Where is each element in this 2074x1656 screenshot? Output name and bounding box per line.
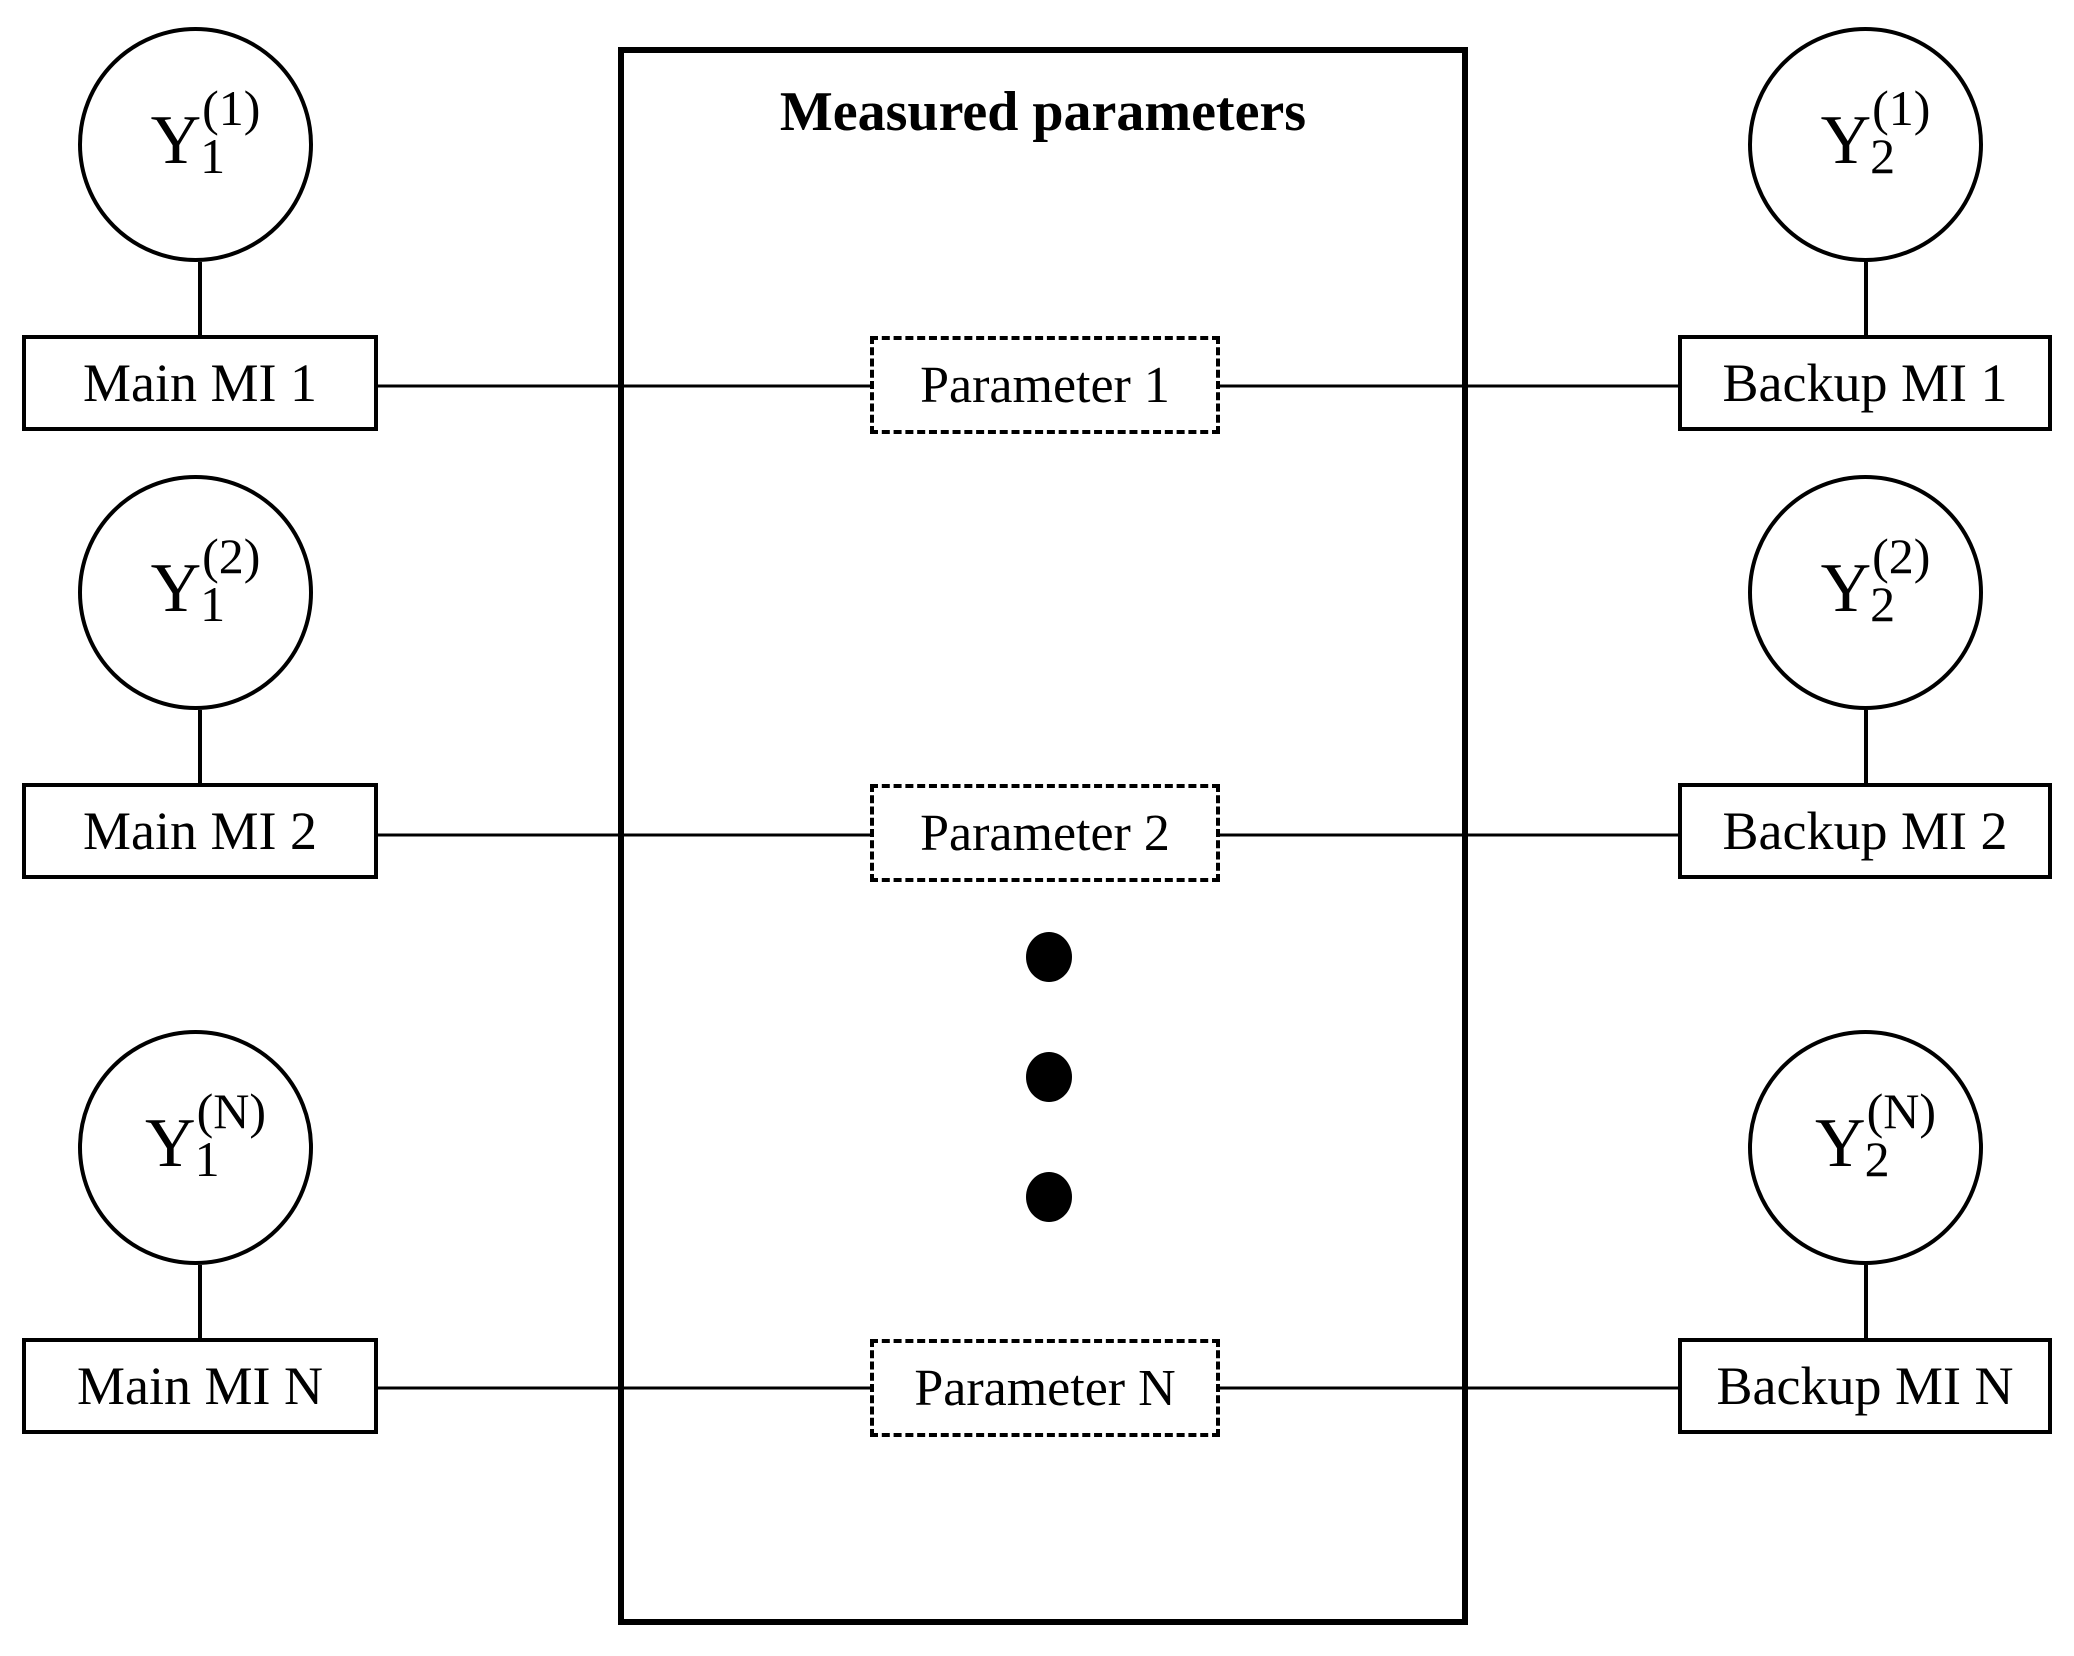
left-signal-node-3: Y (N) 1 [78, 1030, 313, 1265]
left-signal-label-1: Y (1) 1 [150, 83, 261, 193]
variable-base: Y [1820, 549, 1872, 627]
ellipsis-dot-3 [1026, 1172, 1072, 1222]
right-signal-label-3: Y (N) 2 [1815, 1086, 1936, 1196]
variable-base: Y [1820, 101, 1872, 179]
main-mi-box-2[interactable]: Main MI 2 [22, 783, 378, 879]
variable-base: Y [150, 549, 202, 627]
variable-superscript: (1) [1872, 79, 1931, 136]
backup-mi-box-3[interactable]: Backup MI N [1678, 1338, 2052, 1434]
left-signal-node-1: Y (1) 1 [78, 27, 313, 262]
main-mi-label-3: Main MI N [77, 1356, 323, 1416]
left-signal-label-3: Y (N) 1 [145, 1086, 266, 1196]
panel-title: Measured parameters [779, 81, 1307, 143]
backup-mi-label-1: Backup MI 1 [1722, 353, 2008, 413]
variable-subscript: 2 [1870, 575, 1896, 632]
backup-mi-box-2[interactable]: Backup MI 2 [1678, 783, 2052, 879]
main-mi-label-1: Main MI 1 [83, 353, 317, 413]
backup-mi-label-3: Backup MI N [1716, 1356, 2014, 1416]
variable-superscript: (N) [196, 1082, 266, 1139]
variable-superscript: (2) [202, 527, 261, 584]
parameter-box-2[interactable]: Parameter 2 [870, 784, 1220, 882]
variable-subscript: 2 [1864, 1130, 1890, 1187]
main-mi-box-3[interactable]: Main MI N [22, 1338, 378, 1434]
variable-subscript: 2 [1870, 127, 1896, 184]
parameter-box-1[interactable]: Parameter 1 [870, 336, 1220, 434]
variable-base: Y [150, 101, 202, 179]
right-signal-label-2: Y (2) 2 [1820, 531, 1931, 641]
ellipsis-dot-1 [1026, 932, 1072, 982]
parameter-box-3[interactable]: Parameter N [870, 1339, 1220, 1437]
parameter-label-1: Parameter 1 [920, 356, 1170, 414]
main-mi-label-2: Main MI 2 [83, 801, 317, 861]
left-signal-node-2: Y (2) 1 [78, 475, 313, 710]
variable-superscript: (2) [1872, 527, 1931, 584]
left-signal-label-2: Y (2) 1 [150, 531, 261, 641]
variable-subscript: 1 [194, 1130, 220, 1187]
backup-mi-box-1[interactable]: Backup MI 1 [1678, 335, 2052, 431]
variable-subscript: 1 [200, 127, 226, 184]
variable-superscript: (N) [1866, 1082, 1936, 1139]
variable-superscript: (1) [202, 79, 261, 136]
backup-mi-label-2: Backup MI 2 [1722, 801, 2008, 861]
variable-base: Y [145, 1104, 196, 1182]
right-signal-label-1: Y (1) 2 [1820, 83, 1931, 193]
ellipsis-dot-2 [1026, 1052, 1072, 1102]
variable-base: Y [1815, 1104, 1866, 1182]
main-mi-box-1[interactable]: Main MI 1 [22, 335, 378, 431]
right-signal-node-2: Y (2) 2 [1748, 475, 1983, 710]
parameter-label-3: Parameter N [914, 1359, 1176, 1417]
variable-subscript: 1 [200, 575, 226, 632]
parameter-label-2: Parameter 2 [920, 804, 1170, 862]
right-signal-node-1: Y (1) 2 [1748, 27, 1983, 262]
measured-parameters-panel [618, 47, 1468, 1625]
right-signal-node-3: Y (N) 2 [1748, 1030, 1983, 1265]
